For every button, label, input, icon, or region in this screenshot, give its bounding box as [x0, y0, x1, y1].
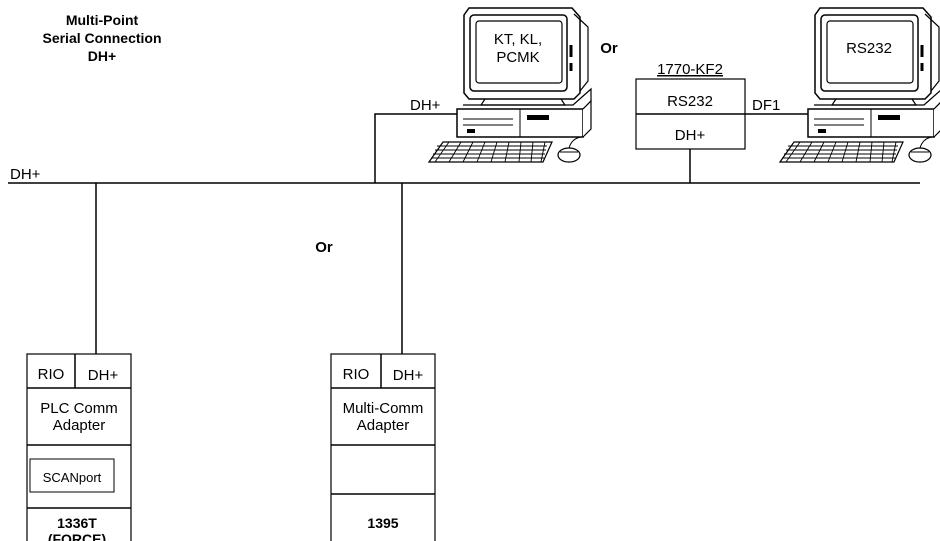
- or-label-middle: Or: [315, 239, 333, 256]
- title-line-3: DH+: [88, 48, 116, 64]
- title-line-2: Serial Connection: [42, 30, 161, 46]
- drive1-model-line-2: (FORCE): [48, 531, 106, 541]
- kf2-rs232-label: RS232: [667, 93, 713, 110]
- drive2-adapter-line-2: Adapter: [357, 417, 410, 434]
- or-label-top: Or: [600, 40, 618, 57]
- pc1-screen-line-2: PCMK: [496, 49, 539, 66]
- drive1-model-line-1: 1336T: [57, 515, 97, 531]
- drive2-adapter-line-1: Multi-Comm: [343, 400, 424, 417]
- drive2-rio-label: RIO: [343, 366, 370, 383]
- drive1-scanport-label: SCANport: [43, 470, 102, 485]
- computer-2: [780, 8, 940, 162]
- title-line-1: Multi-Point: [66, 12, 139, 28]
- drive2-dh-label: DH+: [393, 367, 424, 384]
- drive-1395: RIO DH+ Multi-Comm Adapter 1395: [331, 354, 435, 541]
- pc1-link-label: DH+: [410, 97, 441, 114]
- pc1-screen-line-1: KT, KL,: [494, 31, 542, 48]
- drive2-model-label: 1395: [367, 515, 398, 531]
- pc2-screen-text: RS232: [846, 40, 892, 57]
- drive-1336t: RIO DH+ PLC Comm Adapter SCANport 1336T …: [27, 354, 131, 541]
- kf2-dh-label: DH+: [675, 127, 706, 144]
- drive1-adapter-line-1: PLC Comm: [40, 400, 118, 417]
- drive1-rio-label: RIO: [38, 366, 65, 383]
- kf2-df1-label: DF1: [752, 97, 780, 114]
- drive1-dh-label: DH+: [88, 367, 119, 384]
- drive1-adapter-line-2: Adapter: [53, 417, 106, 434]
- bus-label: DH+: [10, 166, 41, 183]
- kf2-title: 1770-KF2: [657, 61, 723, 78]
